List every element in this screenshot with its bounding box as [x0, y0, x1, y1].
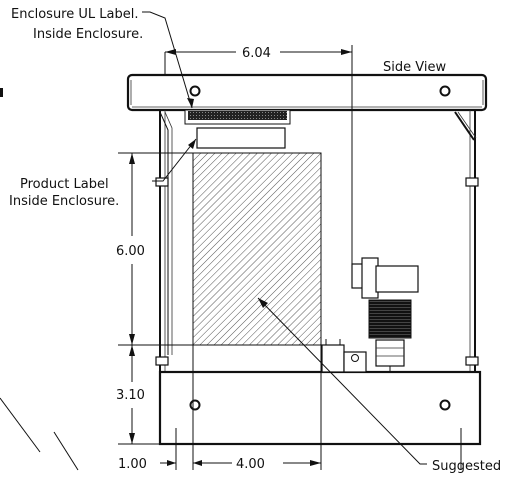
- decor-line-2: [53, 431, 79, 471]
- leader-product-label: [152, 138, 197, 182]
- side-view-title: Side View: [383, 60, 446, 75]
- enclosure-body: [155, 110, 482, 446]
- dimension-top-width: [164, 45, 353, 264]
- clip-left-upper: [155, 177, 169, 187]
- leader-suggested: [257, 297, 427, 465]
- dimension-bottom-height: [118, 345, 160, 445]
- enclosure-lid: [126, 73, 488, 112]
- product-label-text-line1: Product Label: [20, 177, 109, 192]
- clip-right-lower: [465, 356, 479, 366]
- dim-label-width-text: 4.00: [236, 457, 265, 472]
- ul-label-text-line1: Enclosure UL Label.: [11, 7, 138, 22]
- ul-label-block: [184, 109, 291, 149]
- suggested-text: Suggested: [432, 459, 501, 474]
- base-screw-right-icon: [439, 399, 451, 411]
- dim-label-height-text: 6.00: [116, 244, 145, 259]
- lid-screw-right-icon: [439, 85, 451, 97]
- base-plate: [158, 370, 482, 446]
- ul-label-text-line2: Inside Enclosure.: [33, 27, 143, 42]
- clip-right-upper: [465, 177, 479, 187]
- base-screw-left-icon: [189, 399, 201, 411]
- product-label-text-line2: Inside Enclosure.: [9, 194, 119, 209]
- dimension-label-height: [118, 152, 193, 346]
- dim-left-offset-text: 1.00: [118, 457, 147, 472]
- dimension-bottom-widths: [160, 345, 462, 470]
- lid-screw-left-icon: [189, 85, 201, 97]
- terminal-block: [321, 339, 367, 373]
- leader-ul-label: [142, 11, 194, 109]
- clip-left-lower: [155, 356, 169, 366]
- dim-top-width-text: 6.04: [242, 46, 271, 61]
- dim-bottom-height-text: 3.10: [116, 388, 145, 403]
- edge-marker: [0, 88, 3, 97]
- product-label-area: [192, 152, 322, 346]
- decor-line-1: [0, 397, 41, 453]
- transformer-assembly: [351, 257, 419, 372]
